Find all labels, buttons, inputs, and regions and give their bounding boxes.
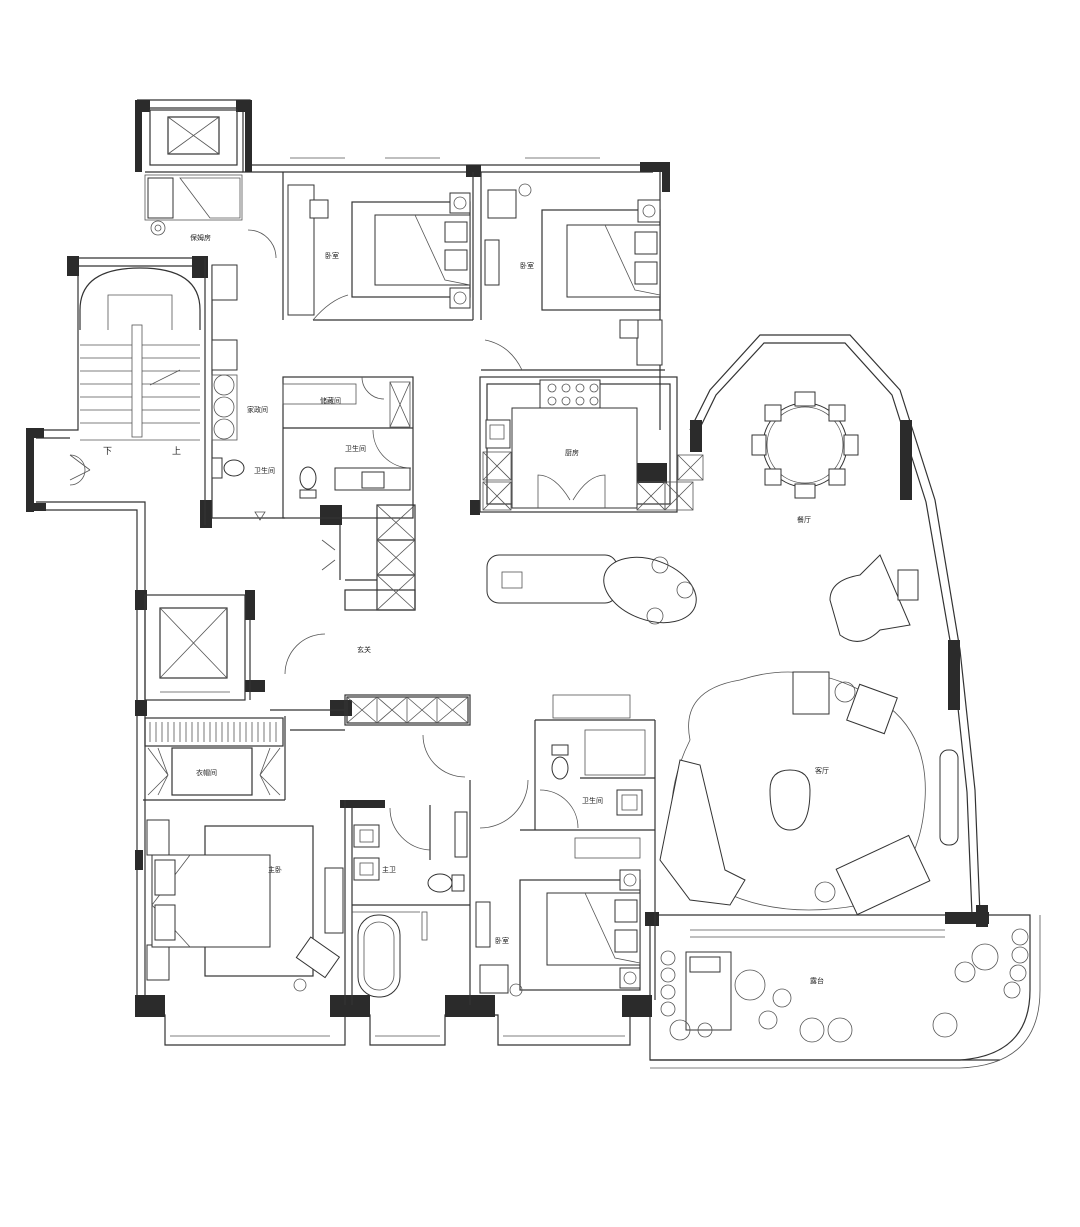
staircase: 下 上 (69, 267, 201, 486)
stair-treads (80, 344, 200, 441)
bedroom-north-2: 卧室 (484, 183, 663, 366)
bedroom-south-label: 卧室 (495, 936, 509, 945)
storage-label: 储藏间 (320, 396, 341, 405)
cabinets (346, 381, 704, 724)
bathroom-c: 卫生间 (551, 729, 646, 816)
master-bedroom-label: 主卧 (268, 865, 282, 874)
bedroom-north-2-label: 卧室 (520, 261, 534, 270)
master-bath-label: 主卫 (382, 865, 396, 874)
bathroom-a-label: 卫生间 (254, 466, 275, 475)
living-room: 客厅 (659, 671, 959, 916)
bathroom-b-label: 卫生间 (345, 444, 366, 453)
windows (170, 157, 625, 1037)
bathroom-c-label: 卫生间 (582, 796, 603, 805)
terrace: 露台 (660, 928, 1029, 1043)
bedroom-north-1-label: 卧室 (325, 251, 339, 260)
stair-up-label: 上 (172, 446, 181, 457)
doors (247, 229, 579, 851)
kitchen-label: 厨房 (565, 448, 579, 457)
foyer: 玄关 (321, 539, 371, 654)
stair-down-label: 下 (103, 447, 112, 457)
laundry-area: 家政间 储藏间 卫生间 (211, 264, 341, 521)
wall-columns (26, 100, 989, 1017)
bedroom-south: 卧室 (475, 869, 641, 997)
island (486, 554, 697, 625)
closet: 衣帽间 (144, 717, 284, 796)
laundry-label: 家政间 (247, 405, 268, 414)
terrace-label: 露台 (810, 976, 824, 985)
elevator-top (149, 109, 238, 166)
foyer-label: 玄关 (357, 645, 371, 654)
utility-room-label: 保姆房 (190, 233, 211, 242)
kitchen: 厨房 (485, 379, 638, 509)
piano (829, 554, 919, 642)
hanger-lines-top (149, 722, 277, 742)
bedroom-north-1: 卧室 (287, 184, 471, 316)
living-label: 客厅 (815, 766, 829, 775)
elevator-mid (144, 594, 246, 701)
master-bedroom: 主卧 (146, 819, 344, 992)
interior-walls (143, 171, 678, 1005)
dining: 餐厅 (751, 391, 859, 524)
bathroom-b: 卫生间 (299, 444, 411, 499)
utility-room: 保姆房 (147, 177, 241, 242)
dining-label: 餐厅 (797, 515, 811, 524)
closet-label: 衣帽间 (196, 768, 217, 777)
master-bath: 主卫 (352, 811, 468, 998)
